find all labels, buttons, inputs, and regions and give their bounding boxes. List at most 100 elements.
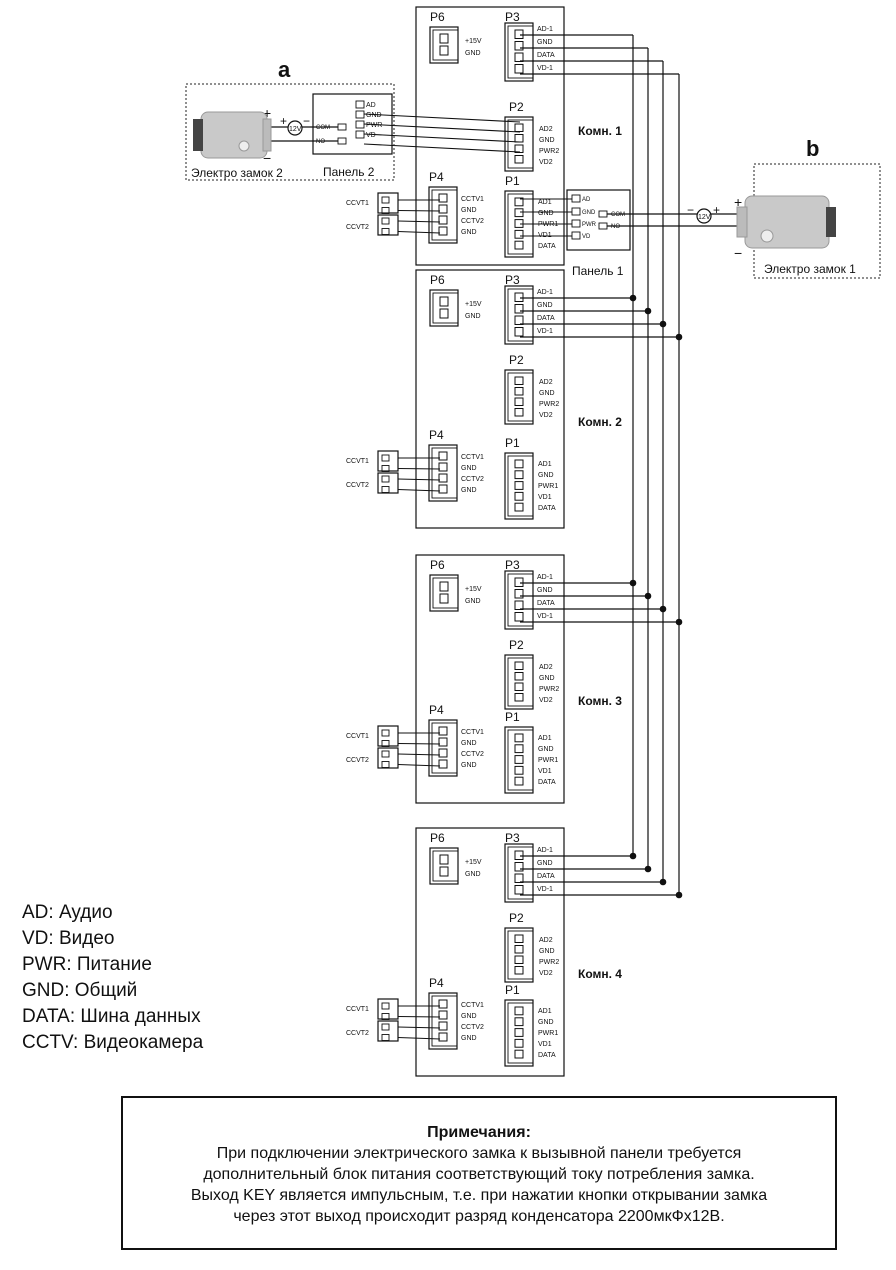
p3-inner <box>507 25 534 79</box>
connector-pin <box>438 226 448 236</box>
connector-pin <box>514 123 524 132</box>
connector-pin <box>514 862 524 872</box>
p3-inner <box>507 288 534 342</box>
panel1-box <box>566 189 631 251</box>
p6-pin-label: +15V <box>465 859 482 866</box>
camera-wire <box>397 753 441 756</box>
connector-pin <box>514 208 524 218</box>
p1-pin-label: DATA <box>538 505 556 512</box>
p3-pin-label: DATA <box>537 873 555 880</box>
label-a: a <box>278 57 291 82</box>
p3-pin-label: VD-1 <box>537 328 553 335</box>
panel2-no-label: NO <box>316 139 325 145</box>
connector-pin <box>514 765 524 775</box>
p3-pin-label: DATA <box>537 52 555 59</box>
p4-pin-label: CCTV1 <box>461 454 484 461</box>
camera-wire <box>397 1026 441 1029</box>
p2-pin-label: AD2 <box>539 379 553 386</box>
connector-pin <box>438 1010 448 1020</box>
connector-pin <box>438 1032 448 1042</box>
connector-pin <box>514 52 524 62</box>
connector-pin <box>514 744 524 754</box>
camera-label: CCVT1 <box>346 458 369 465</box>
p2-inner <box>507 657 534 707</box>
p4-label: P4 <box>429 428 444 442</box>
connector-pin <box>514 64 524 74</box>
p1-pin-label: AD1 <box>538 199 552 206</box>
p4-inner <box>431 447 458 499</box>
legend-item: AD: Аудио <box>22 902 113 923</box>
notes-line: При подключении электрического замка к в… <box>216 1145 742 1162</box>
panel2-pin-label: AD <box>366 102 376 109</box>
connector-pin <box>514 408 524 417</box>
connector-pin <box>439 296 449 307</box>
panel1-pin-label: GND <box>582 210 596 216</box>
camera-terminal <box>381 475 390 483</box>
camera-terminal <box>381 486 390 493</box>
p4-inner <box>431 722 458 774</box>
lock2-icon <box>200 111 268 159</box>
p4-pin-label: GND <box>461 487 477 494</box>
panel1-pin-label: PWR <box>582 222 597 228</box>
room-box <box>415 269 565 529</box>
p1-pin-label: AD1 <box>538 461 552 468</box>
p3-pin-label: GND <box>537 587 553 594</box>
p1-label: P1 <box>505 174 520 188</box>
p2-pin-label: GND <box>539 390 555 397</box>
connector-pin <box>514 600 524 610</box>
connector-pin <box>439 308 449 319</box>
lock1-icon-bracket <box>736 206 748 238</box>
p2-pin-label: AD2 <box>539 937 553 944</box>
p2-pin-label: PWR2 <box>539 401 559 408</box>
p4-pin-label: GND <box>461 762 477 769</box>
p1-pin-label: PWR1 <box>538 1030 558 1037</box>
connector-pin <box>514 1006 524 1016</box>
p1-pin-label: GND <box>538 746 554 753</box>
connector-pin <box>438 204 448 214</box>
p4-pin-label: CCTV2 <box>461 1024 484 1031</box>
lock1-label: Электро замок 1 <box>764 262 856 276</box>
p2-inner <box>507 372 534 422</box>
p6-label: P6 <box>430 273 445 287</box>
p6-inner <box>432 29 459 61</box>
camera-block <box>377 214 399 236</box>
panel2-pin-label: VD <box>366 132 376 139</box>
panel2-terminal <box>355 110 365 119</box>
connector-pin <box>514 1049 524 1059</box>
p1-pin-label: GND <box>538 472 554 479</box>
p1-pin-label: AD1 <box>538 1008 552 1015</box>
panel1-terminal <box>598 210 608 218</box>
camera-wire <box>397 742 441 745</box>
connector-pin <box>514 491 524 501</box>
camera-terminal <box>381 750 390 758</box>
p1-pin-label: PWR1 <box>538 757 558 764</box>
panel1-terminal <box>571 194 581 203</box>
p2-label: P2 <box>509 100 524 114</box>
legend-item: DATA: Шина данных <box>22 1006 201 1027</box>
connector-pin <box>514 682 524 691</box>
lock2-dashed-box <box>185 83 395 181</box>
p3-body <box>504 570 534 630</box>
panel1-label: Панель 1 <box>572 264 624 278</box>
p3-pin-label: GND <box>537 39 553 46</box>
lock2-icon-bolt <box>193 119 203 151</box>
connector-pin <box>438 215 448 225</box>
panel2-label: Панель 2 <box>323 165 375 179</box>
p1-pin-label: DATA <box>538 243 556 250</box>
p1-inner <box>507 455 534 517</box>
room-box <box>415 6 565 266</box>
connector-pin <box>438 759 448 769</box>
minus-sign: − <box>687 203 694 217</box>
p6-pin-label: GND <box>465 598 481 605</box>
p4-pin-label: GND <box>461 207 477 214</box>
power-supply-label: 12V <box>698 214 711 221</box>
panel1-terminal <box>598 222 608 230</box>
camera-wire <box>397 488 441 492</box>
camera-wire <box>397 220 441 223</box>
camera-terminal <box>381 228 390 235</box>
minus-sign: − <box>734 245 742 261</box>
connector-pin <box>439 45 449 56</box>
p6-inner <box>432 850 459 882</box>
connector-pin <box>514 755 524 764</box>
p4-pin-label: CCTV1 <box>461 729 484 736</box>
